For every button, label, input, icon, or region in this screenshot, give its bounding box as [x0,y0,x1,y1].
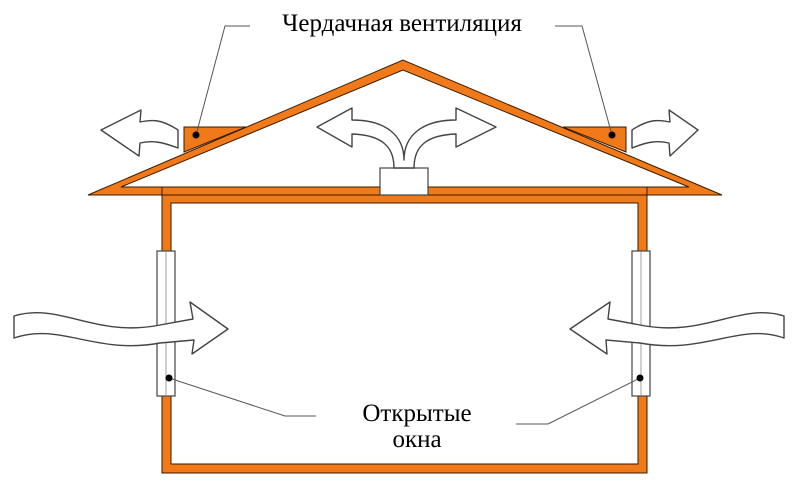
exhaust-arrow-right-icon [631,109,699,157]
roof [87,59,723,196]
ceiling-vent-box [379,167,429,196]
central-split-arrow-icon [316,107,497,169]
attic-vent-left [183,126,247,153]
leader-dots [165,131,644,382]
wind-arrow-right-icon [569,301,785,355]
attic-ventilation-label: Чердачная вентиляция [282,10,522,37]
leader-window-left [168,377,316,417]
leader-lines [168,25,641,425]
open-windows-label-line1: Открытые [362,400,471,427]
open-windows-label-line2: окна [392,426,441,453]
airflow-arrows [13,107,785,355]
leader-attic-left [195,25,250,136]
leader-attic-right [555,25,613,136]
wall-frame-inner [170,202,639,465]
wind-arrow-left-icon [13,301,229,355]
leader-window-right [516,377,641,425]
exhaust-arrow-left-icon [100,109,179,157]
